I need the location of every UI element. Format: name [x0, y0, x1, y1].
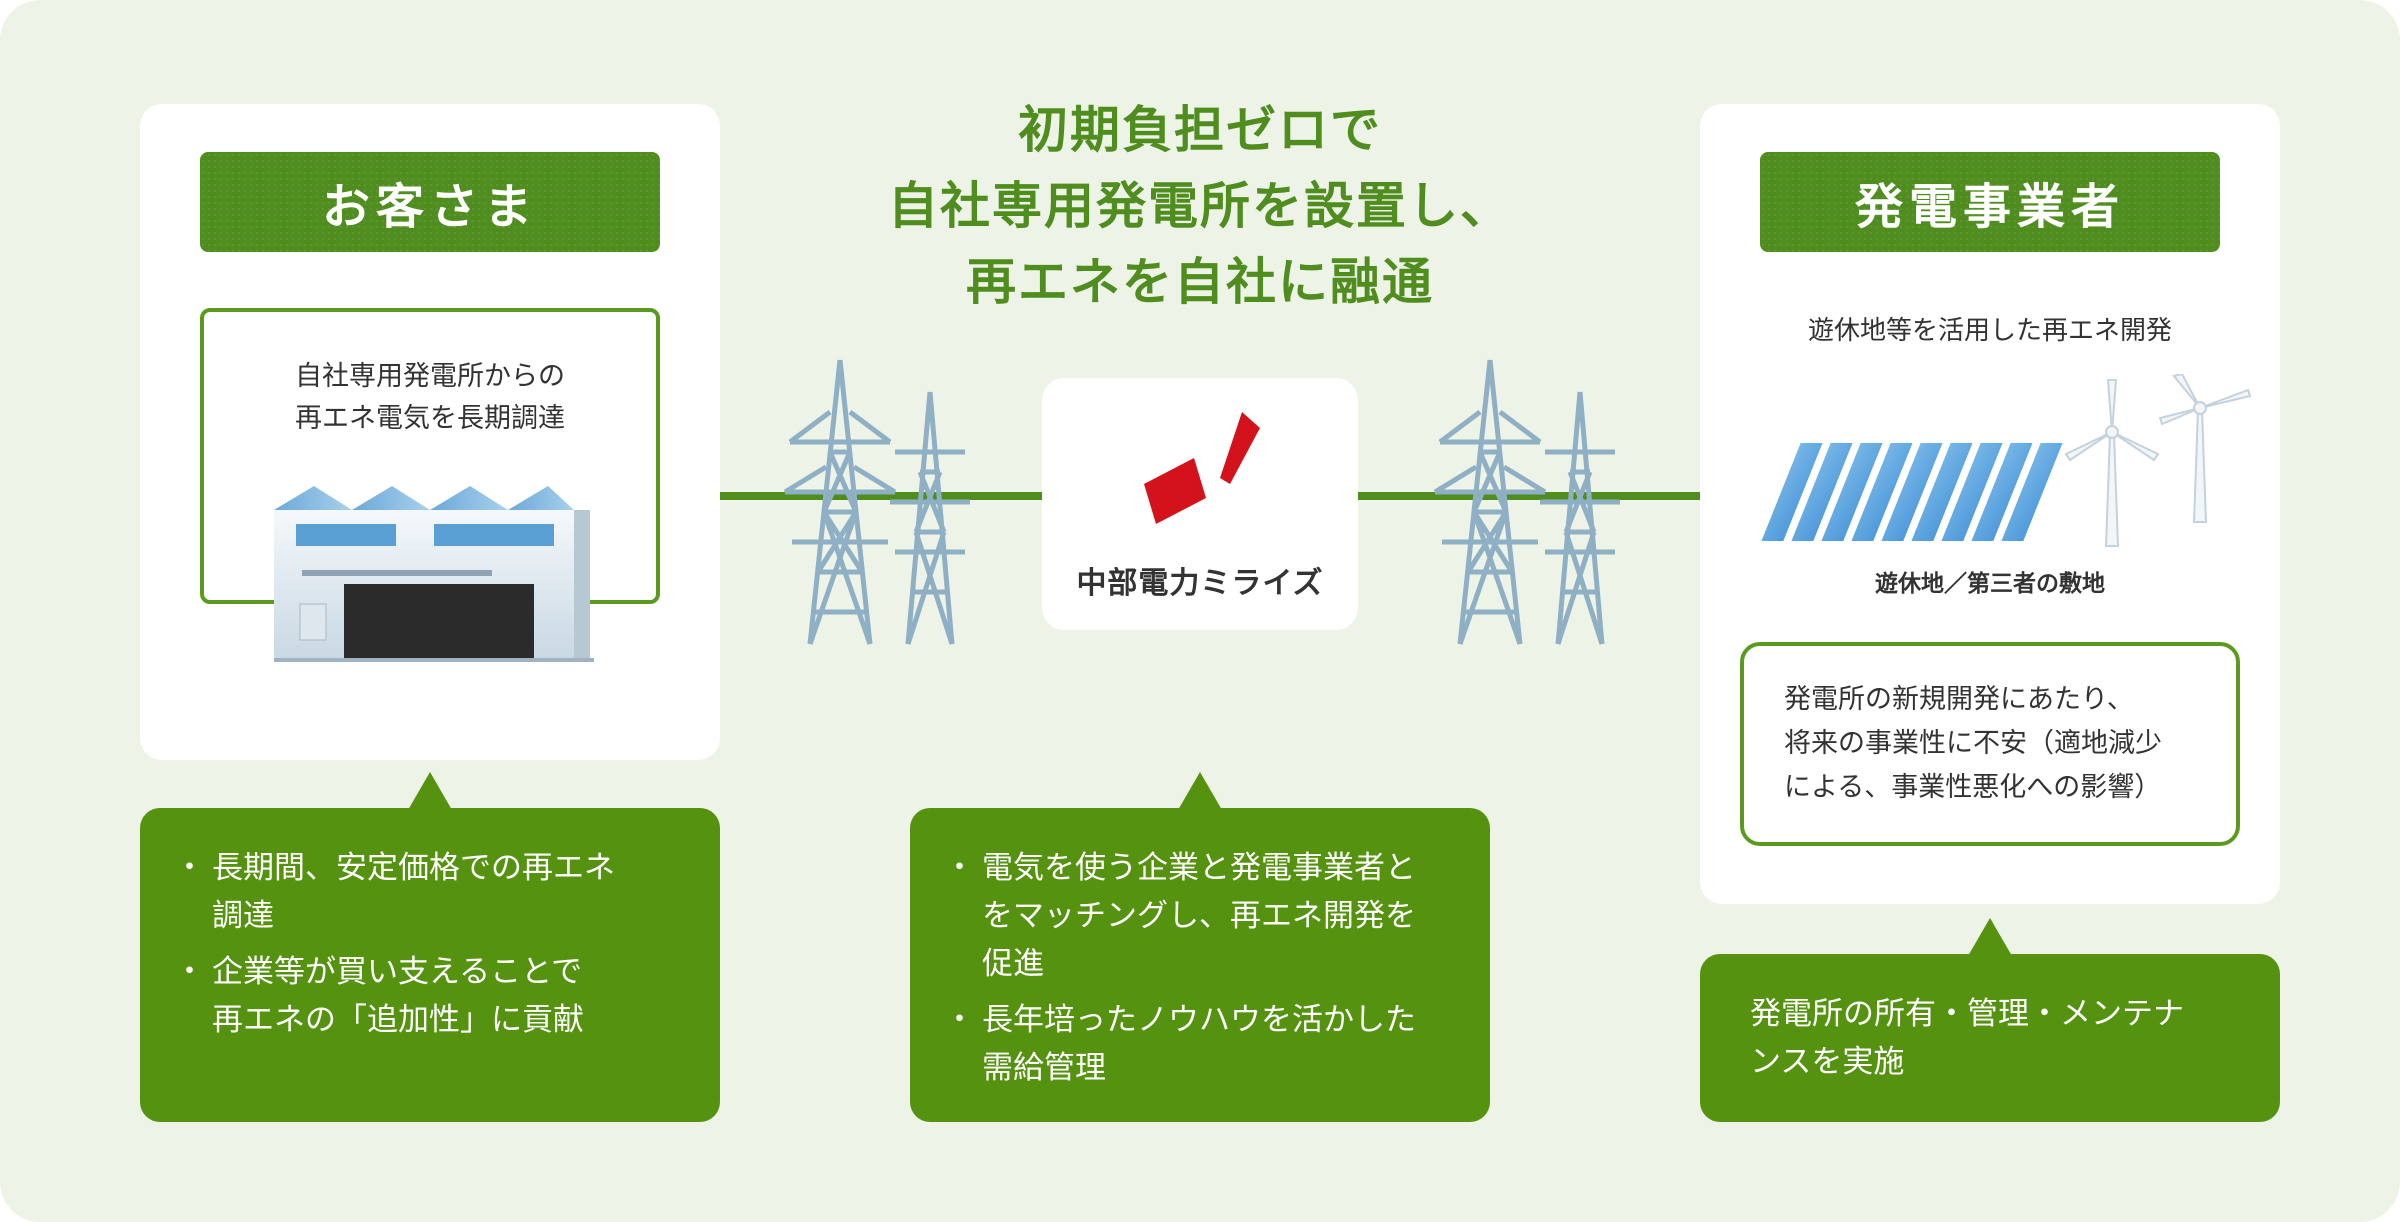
producer-info-line-1: 発電所の新規開発にあたり、 [1784, 684, 2134, 715]
customer-callout: 長期間、安定価格での再エネ 調達 企業等が買い支えることで 再エネの「追加性」に… [140, 808, 720, 1122]
company-logo-text: 中部電力ミライズ [1076, 566, 1324, 601]
customer-card: お客さま 自社専用発電所からの 再エネ電気を長期調達 [140, 104, 720, 760]
power-tower-icon [1433, 359, 1620, 645]
producer-info-line-2: 将来の事業性に不安（適地減少 [1784, 728, 2162, 759]
factory-icon [274, 486, 594, 662]
list-item: 企業等が買い支えることで 再エネの「追加性」に貢献 [174, 948, 702, 1044]
headline: 初期負担ゼロで 自社専用発電所を設置し、 再エネを自社に融通 [700, 92, 1700, 320]
customer-info-line-1: 自社専用発電所からの [295, 361, 565, 392]
list-item: 長期間、安定価格での再エネ 調達 [174, 844, 702, 940]
center-callout-pointer [1178, 772, 1222, 810]
producer-callout-text: 発電所の所有・管理・メンテナ ンスを実施 [1750, 990, 2250, 1086]
producer-card: 発電事業者 遊休地等を活用した再エネ開発 [1700, 104, 2280, 904]
customer-info-text: 自社専用発電所からの 再エネ電気を長期調達 [204, 356, 656, 440]
headline-line-1: 初期負担ゼロで [1018, 101, 1382, 159]
company-logo [1144, 412, 1260, 524]
producer-site-label: 遊休地／第三者の敷地 [1875, 571, 2105, 597]
producer-callout-line-1: 発電所の所有・管理・メンテナ [1750, 996, 2184, 1032]
list-item: 電気を使う企業と発電事業者と をマッチングし、再エネ開発を 促進 [944, 844, 1472, 988]
customer-info-box: 自社専用発電所からの 再エネ電気を長期調達 [200, 308, 660, 662]
producer-title: 発電事業者 [1760, 152, 2220, 252]
producer-info-box: 発電所の新規開発にあたり、 将来の事業性に不安（適地減少 による、事業性悪化への… [1740, 642, 2240, 846]
center-callout: 電気を使う企業と発電事業者と をマッチングし、再エネ開発を 促進 長年培ったノウ… [910, 808, 1490, 1122]
headline-line-2: 自社専用発電所を設置し、 [888, 177, 1512, 235]
list-item: 長年培ったノウハウを活かした 需給管理 [944, 996, 1472, 1092]
solar-panel-icon [1760, 441, 2066, 543]
producer-callout-line-2: ンスを実施 [1750, 1044, 1905, 1080]
customer-title: お客さま [200, 152, 660, 252]
producer-info-text: 発電所の新規開発にあたり、 将来の事業性に不安（適地減少 による、事業性悪化への… [1784, 678, 2224, 810]
headline-line-3: 再エネを自社に融通 [966, 253, 1434, 311]
producer-info-line-3: による、事業性悪化への影響） [1784, 772, 2162, 803]
company-logo-card: 中部電力ミライズ [1042, 378, 1358, 630]
power-tower-icon [783, 359, 970, 645]
center-callout-list: 電気を使う企業と発電事業者と をマッチングし、再エネ開発を 促進 長年培ったノウ… [944, 844, 1472, 1100]
producer-callout: 発電所の所有・管理・メンテナ ンスを実施 [1700, 954, 2280, 1122]
customer-info-line-2: 再エネ電気を長期調達 [295, 403, 565, 434]
customer-callout-pointer [408, 772, 452, 810]
customer-callout-list: 長期間、安定価格での再エネ 調達 企業等が買い支えることで 再エネの「追加性」に… [174, 844, 702, 1052]
producer-callout-pointer [1968, 918, 2012, 956]
wind-turbine-icon [2064, 374, 2252, 547]
producer-subtitle: 遊休地等を活用した再エネ開発 [1807, 316, 2172, 346]
